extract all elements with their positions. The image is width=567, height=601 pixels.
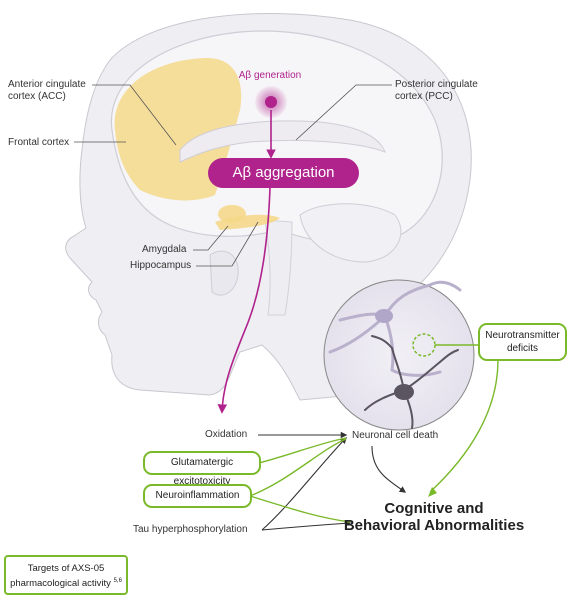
cell-death-label: Neuronal cell death bbox=[352, 430, 438, 442]
outcome-line1: Cognitive and bbox=[336, 500, 532, 517]
ab-generation-label: Aβ generation bbox=[216, 70, 324, 81]
acc-label: Anterior cingulate cortex (ACC) bbox=[8, 79, 86, 103]
acc-label-line2: cortex (ACC) bbox=[8, 91, 86, 103]
outcome-label: Cognitive and Behavioral Abnormalities bbox=[336, 500, 532, 534]
neuron-soma bbox=[375, 309, 393, 323]
legend-line2: pharmacological activity bbox=[10, 578, 111, 589]
pcc-label-line1: Posterior cingulate bbox=[395, 79, 478, 91]
ab-generation-dot bbox=[265, 96, 277, 108]
ab-aggregation-pill: Aβ aggregation bbox=[208, 158, 359, 188]
legend-box: Targets of AXS-05 pharmacological activi… bbox=[4, 555, 128, 595]
hippocampus-label: Hippocampus bbox=[130, 260, 191, 272]
legend-line2-wrap: pharmacological activity 5,6 bbox=[6, 575, 126, 590]
glutamatergic-pill: Glutamatergic excitotoxicity bbox=[143, 451, 261, 475]
acc-label-line1: Anterior cingulate bbox=[8, 79, 86, 91]
amygdala-label: Amygdala bbox=[142, 244, 186, 256]
outcome-line2: Behavioral Abnormalities bbox=[336, 517, 532, 534]
frontal-cortex-label: Frontal cortex bbox=[8, 137, 69, 149]
neurotransmitter-pill: Neurotransmitter deficits bbox=[478, 323, 567, 361]
neuron-magnified-view bbox=[324, 280, 474, 430]
tau-label: Tau hyperphosphorylation bbox=[133, 524, 248, 536]
legend-refs: 5,6 bbox=[114, 578, 122, 584]
neuroinflammation-pill: Neuroinflammation bbox=[143, 484, 252, 508]
dark-neuron-soma bbox=[394, 384, 414, 400]
legend-line1: Targets of AXS-05 bbox=[6, 563, 126, 575]
oxidation-label: Oxidation bbox=[205, 429, 247, 441]
neurotransmitter-line2: deficits bbox=[480, 342, 565, 355]
green-arrowhead bbox=[428, 487, 437, 497]
neurotransmitter-line1: Neurotransmitter bbox=[480, 329, 565, 342]
pcc-label-line2: cortex (PCC) bbox=[395, 91, 478, 103]
pcc-label: Posterior cingulate cortex (PCC) bbox=[395, 79, 478, 103]
